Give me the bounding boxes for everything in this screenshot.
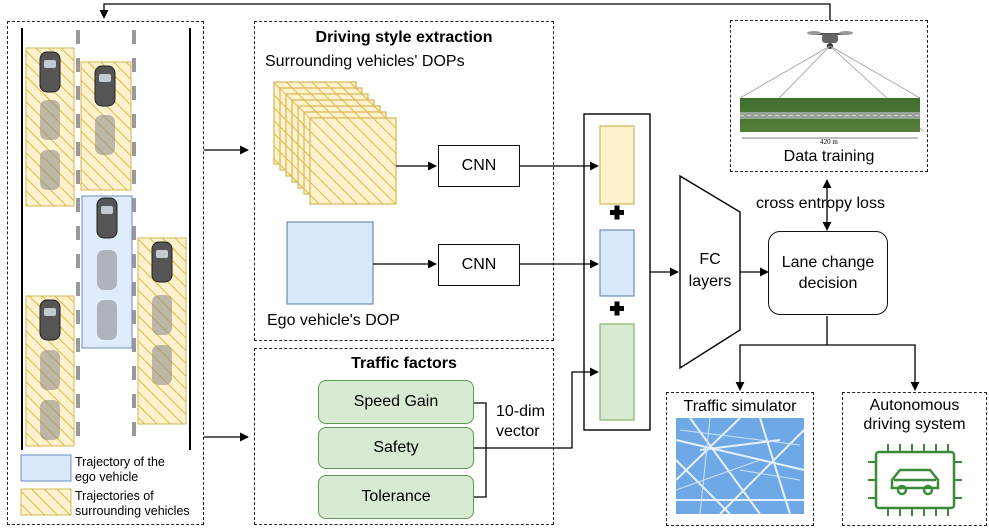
cross-entropy-label: cross entropy loss xyxy=(756,195,885,212)
cnn-label: CNN xyxy=(461,157,497,174)
ego-dop xyxy=(286,221,374,305)
driving-style-title: Driving style extraction xyxy=(315,29,493,46)
legend-ego-line2: ego vehicle xyxy=(75,470,139,484)
road-panel-frame xyxy=(7,21,204,525)
factor-label: Tolerance xyxy=(361,488,431,505)
vector-label-line2: vector xyxy=(496,423,540,440)
vector-label-line1: 10-dim xyxy=(496,403,545,420)
surrounding-feature xyxy=(599,125,635,205)
legend-surr-line1: Trajectories of xyxy=(75,489,154,503)
decision-line2: decision xyxy=(798,274,858,292)
legend-surrounding-swatch xyxy=(20,488,72,516)
ego-dop-label: Ego vehicle's DOP xyxy=(267,312,400,329)
cnn-label: CNN xyxy=(461,256,497,273)
surrounding-dops-label: Surrounding vehicles' DOPs xyxy=(265,53,465,70)
autonomous-driving-box xyxy=(842,392,987,526)
aerial-road-image xyxy=(740,98,920,139)
traffic-simulator-box xyxy=(666,392,814,526)
legend-ego-swatch xyxy=(20,454,72,482)
scale-label: 420 m xyxy=(820,138,838,146)
traffic-simulator-label: Traffic simulator xyxy=(683,398,797,415)
factor-safety: Safety xyxy=(318,427,474,469)
legend-ego-line1: Trajectory of the xyxy=(75,455,165,469)
road-panel xyxy=(20,28,191,516)
legend-surr-line2: surrounding vehicles xyxy=(75,504,190,518)
decision-line1: Lane change xyxy=(781,253,875,271)
plus-icon xyxy=(610,205,624,316)
data-training-box xyxy=(730,20,928,172)
cnn-ego: CNN xyxy=(438,244,520,286)
autonomous-label-line1: Autonomous xyxy=(869,397,960,414)
surrounding-dop-stack xyxy=(273,81,397,205)
traffic-factors-box xyxy=(254,348,554,525)
traffic-feature xyxy=(599,323,635,421)
map-icon xyxy=(675,417,805,515)
autonomous-label-line2: driving system xyxy=(863,416,966,433)
chip-car-icon xyxy=(868,444,962,516)
drone-icon xyxy=(807,31,853,49)
fc-label-line1: FC xyxy=(699,251,721,268)
ego-feature xyxy=(599,229,635,297)
factor-speed-gain: Speed Gain xyxy=(318,380,474,424)
traffic-factors-title: Traffic factors xyxy=(351,355,457,372)
factor-tolerance: Tolerance xyxy=(318,475,474,519)
data-training-label: Data training xyxy=(783,148,875,165)
fc-label-line2: layers xyxy=(688,273,732,290)
lane-change-decision: Lane change decision xyxy=(768,231,888,315)
factor-label: Safety xyxy=(373,439,419,456)
driving-style-box xyxy=(254,21,554,341)
fc-layers-shape xyxy=(679,174,741,370)
cnn-surrounding: CNN xyxy=(438,145,520,187)
factor-label: Speed Gain xyxy=(353,393,439,410)
